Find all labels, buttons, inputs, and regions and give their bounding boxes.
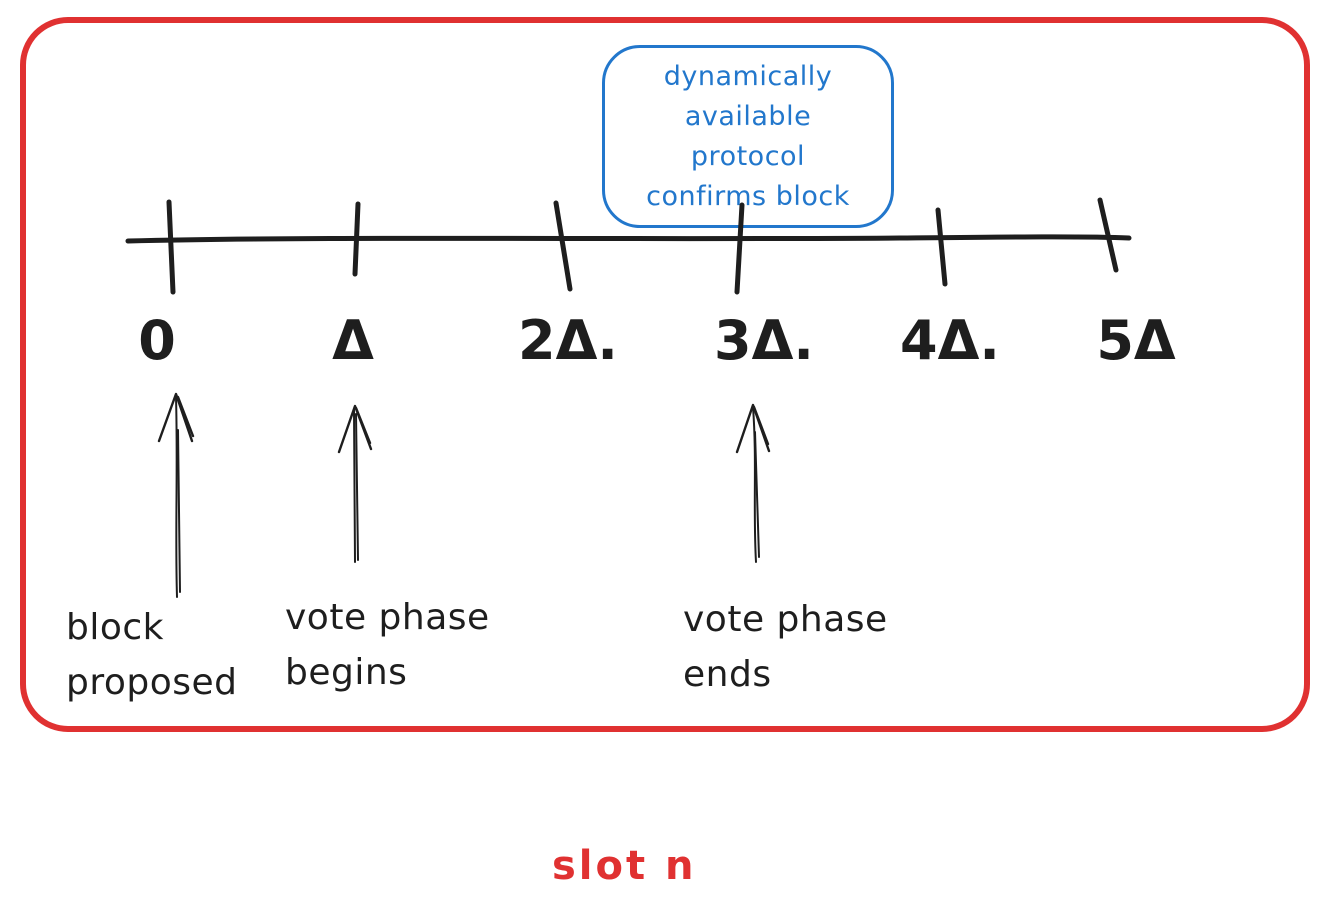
confirmation-callout: dynamically available protocol confirms … xyxy=(602,45,894,228)
callout-line: available xyxy=(684,100,812,132)
annotation-line: block xyxy=(66,607,165,648)
slot-frame xyxy=(20,17,1310,732)
annotation-line: vote phase xyxy=(285,597,490,638)
annotation-line: begins xyxy=(285,652,408,693)
slot-caption: slot n xyxy=(552,843,697,889)
tick-label-5delta: 5Δ xyxy=(1096,309,1176,372)
annotation-block-proposed: block proposed xyxy=(66,600,238,710)
annotation-vote-begins: vote phase begins xyxy=(285,590,490,700)
annotation-line: proposed xyxy=(66,662,238,703)
callout-line: dynamically xyxy=(663,60,833,92)
annotation-line: ends xyxy=(683,654,772,695)
callout-line: protocol xyxy=(690,140,806,172)
tick-label-1delta: Δ xyxy=(332,309,374,372)
annotation-line: vote phase xyxy=(683,599,888,640)
tick-label-2delta: 2Δ. xyxy=(518,309,618,372)
tick-label-0: 0 xyxy=(138,309,176,372)
callout-line: confirms block xyxy=(646,180,850,212)
annotation-vote-ends: vote phase ends xyxy=(683,592,888,702)
tick-label-3delta: 3Δ. xyxy=(714,309,814,372)
tick-label-4delta: 4Δ. xyxy=(900,309,1000,372)
